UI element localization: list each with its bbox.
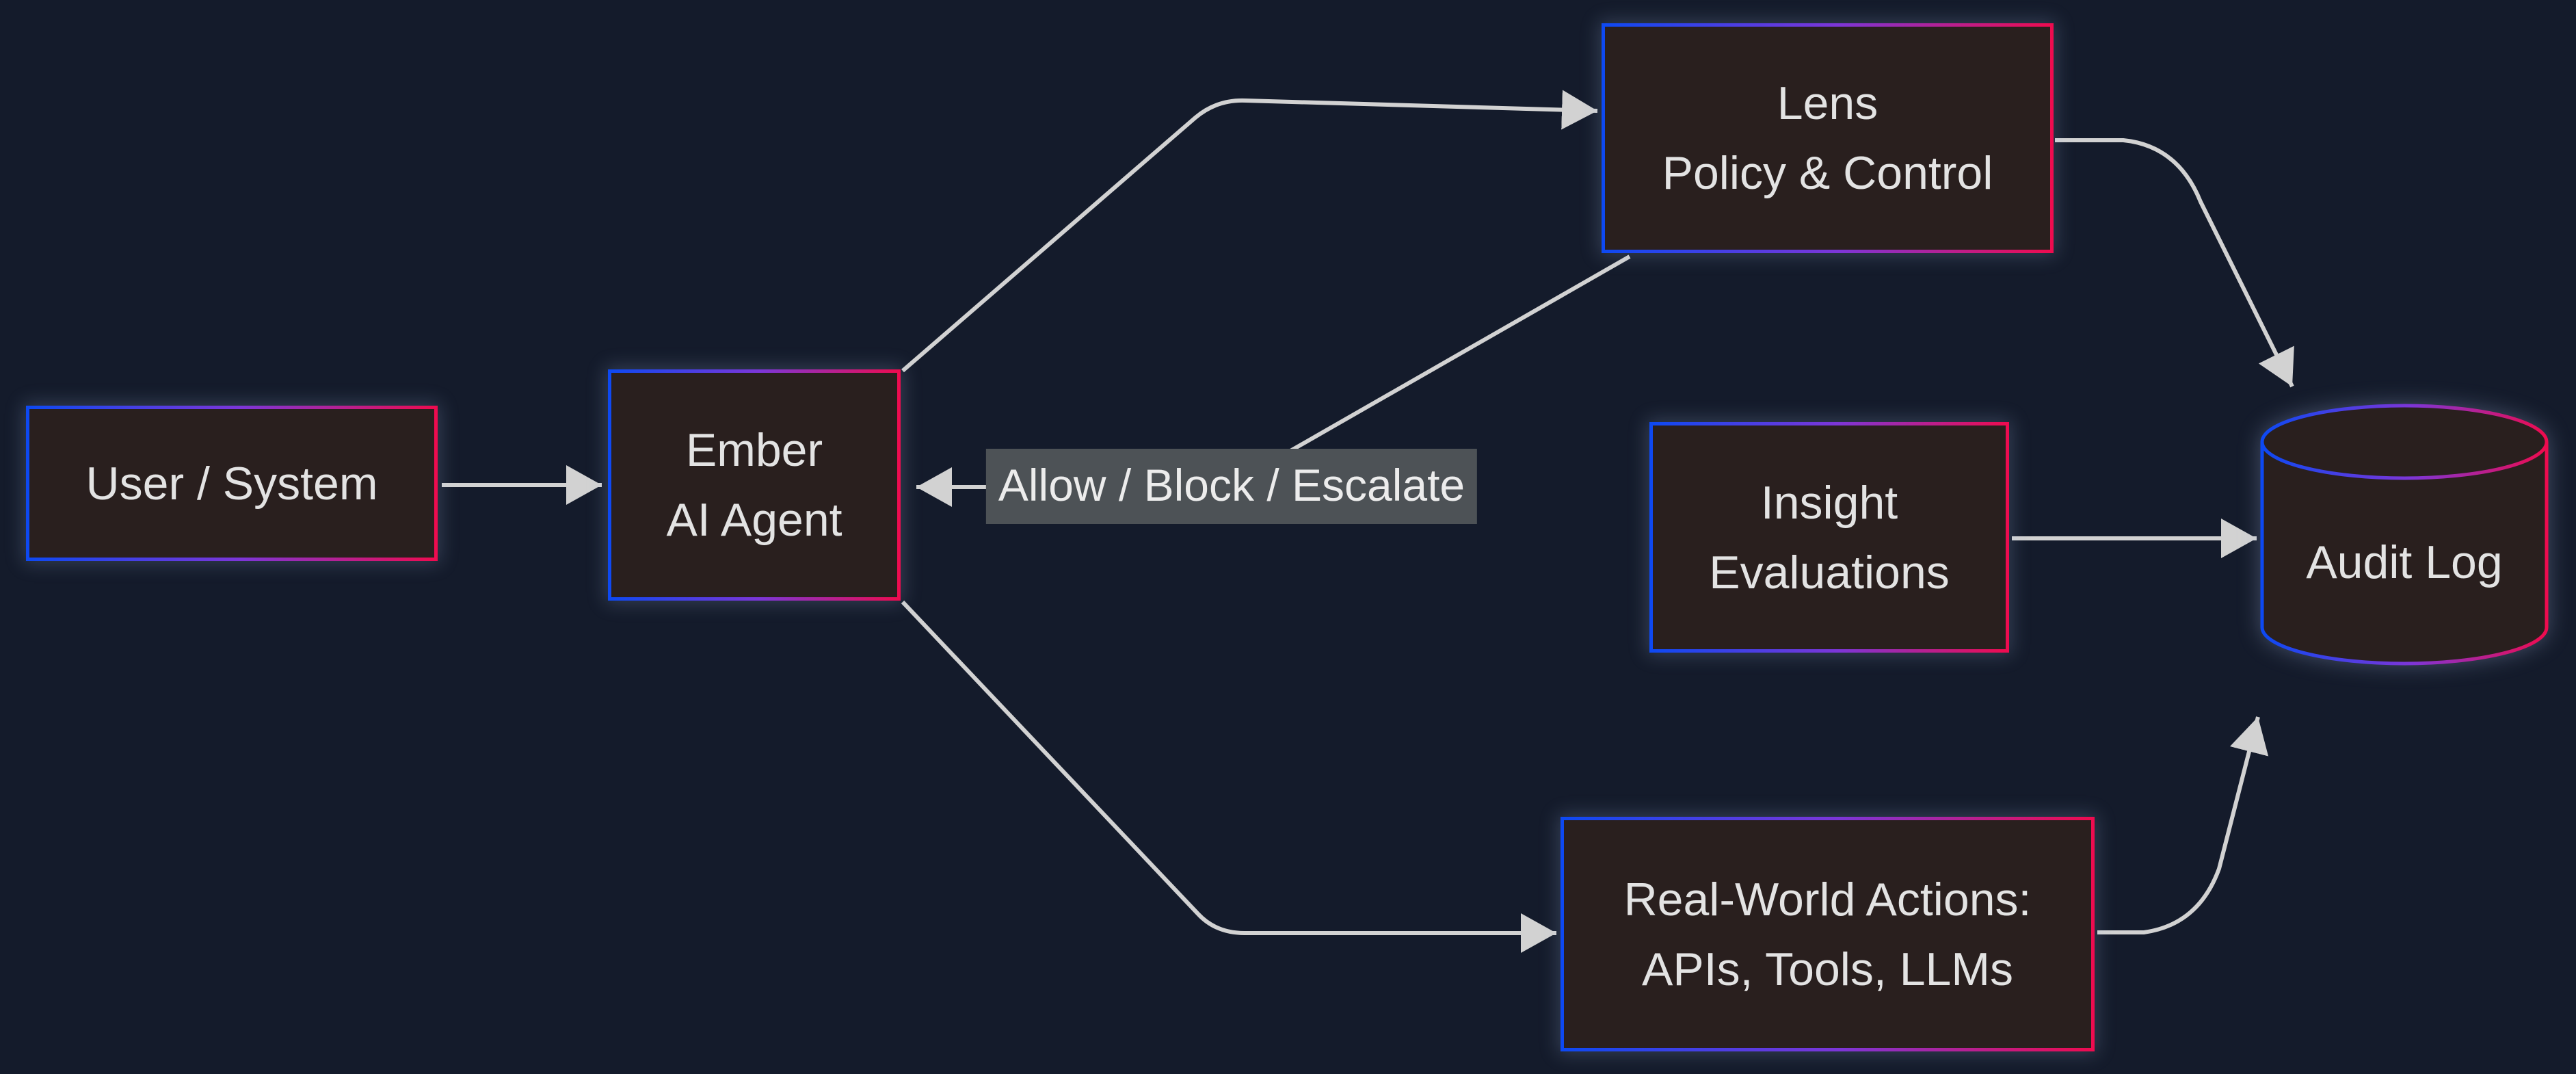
- cylinder-body: [2260, 442, 2549, 666]
- node-insight-label-line2: Evaluations: [1709, 546, 1950, 599]
- edge-lens-to-audit: [2055, 138, 2294, 388]
- edge-actions-to-audit: [2097, 716, 2269, 934]
- edge-label-allow-block-escalate: Allow / Block / Escalate: [985, 449, 1478, 524]
- node-actions-label-line1: Real-World Actions:: [1623, 873, 2032, 926]
- node-insight-evaluations: Insight Evaluations: [1649, 422, 2009, 653]
- node-audit-log-label: Audit Log: [2306, 536, 2502, 588]
- node-user-system: User / System: [26, 406, 438, 561]
- node-real-world-actions: Real-World Actions: APIs, Tools, LLMs: [1561, 817, 2095, 1051]
- edge-ember-to-actions: [901, 600, 1556, 953]
- node-lens-label-line1: Lens: [1777, 77, 1878, 129]
- node-ember-label-line2: AI Agent: [666, 494, 842, 546]
- node-user-system-label: User / System: [85, 457, 378, 510]
- node-insight-label-line1: Insight: [1760, 476, 1898, 529]
- node-ember-ai-agent: Ember AI Agent: [608, 369, 901, 601]
- node-lens-label-line2: Policy & Control: [1662, 147, 1993, 199]
- edge-ember-to-lens: [901, 90, 1598, 373]
- node-actions-label-line2: APIs, Tools, LLMs: [1642, 943, 2013, 995]
- cylinder-top: [2260, 404, 2549, 480]
- node-lens-policy-control: Lens Policy & Control: [1602, 23, 2054, 253]
- node-audit-log-cylinder: Audit Log: [2260, 404, 2549, 666]
- node-ember-label-line1: Ember: [685, 424, 823, 476]
